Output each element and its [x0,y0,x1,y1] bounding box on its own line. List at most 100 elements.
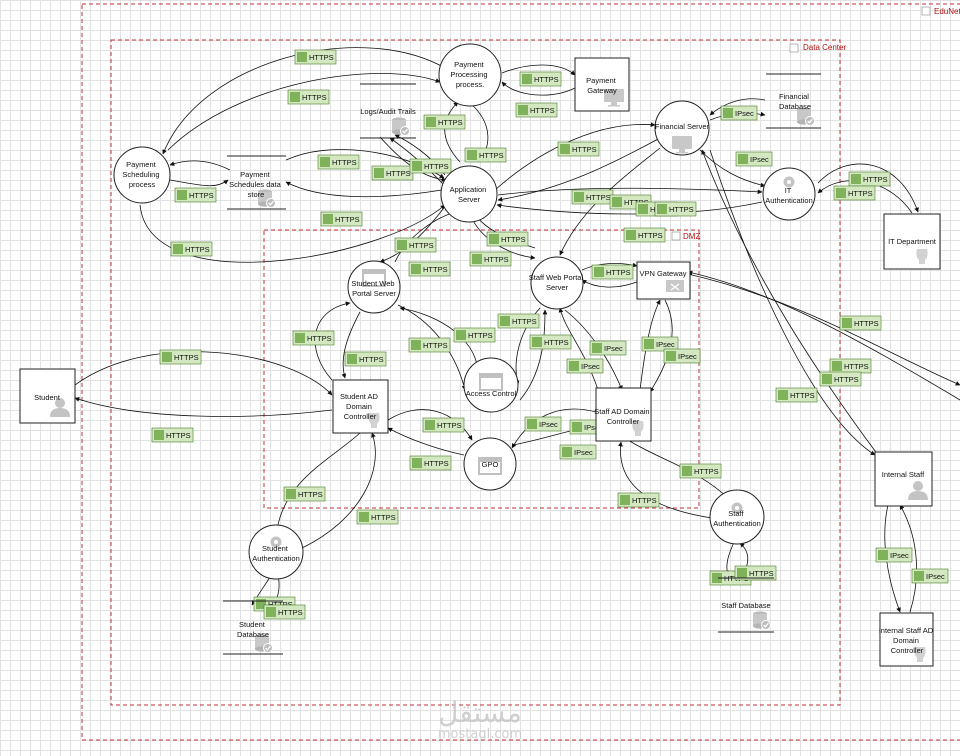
protocol-badge-label: HTTPS [174,353,199,362]
protocol-badge-https: HTTPS [317,154,360,170]
protocol-badge-label: HTTPS [790,391,815,400]
flow-store-to-scheduling [169,160,231,171]
internal-staff-label: Internal Staff [882,470,925,479]
flow-app-to-itauth [497,187,763,196]
protocol-badge-https: HTTPS [283,486,326,502]
student-authentication-label: Student Authentication [252,544,300,563]
protocol-badge-https: HTTPS [591,264,634,280]
protocol-badge-https: HTTPS [848,171,891,187]
staff-ad-entity[interactable]: Staff AD Domain Controller [594,387,652,442]
protocol-badge-label: HTTPS [371,513,396,522]
staff-ad-label: Staff AD Domain Controller [594,407,651,426]
protocol-badge-https: HTTPS [409,455,452,471]
flow-key-icon [177,190,187,200]
protocol-badge-label: HTTPS [359,355,384,364]
protocol-badge-label: HTTPS [332,158,357,167]
flow-key-icon [489,234,499,244]
flow-itauth-to-app [496,201,763,215]
protocol-badge-ipsec: IPsec [524,416,562,432]
flow-key-icon [162,352,172,362]
protocol-badge-https: HTTPS [679,463,722,479]
staff-database-store[interactable]: Staff Database [718,577,774,633]
student-ad-entity[interactable]: Student AD Domain Controller [332,379,389,434]
protocol-badge-https: HTTPS [356,509,399,525]
access-control-process[interactable]: Access Control [463,357,519,413]
internal-staff-entity[interactable]: Internal Staff [874,451,933,507]
flow-financial-to-internalstaff [709,149,876,456]
payment-schedules-data-store[interactable]: Payment Schedules data store [227,155,286,210]
flow-staffad-to-gpo [511,408,597,449]
flow-key-icon [712,573,722,583]
mostaql-watermark: مستقل mostaql.com [438,696,522,742]
datacenter-boundary-label: Data Center [803,43,846,52]
logs-audit-trails-store[interactable]: Logs/Audit Trails [360,83,416,139]
protocol-badge-https: HTTPS [423,114,466,130]
protocol-badge-https: HTTPS [371,165,414,181]
student-database-label: Student Database [237,620,269,639]
payment-gateway-entity[interactable]: Payment Gateway [574,57,630,112]
financial-database-store[interactable]: Financial Database [766,73,821,129]
student-web-portal-label: Student Web Portal Server [351,279,396,298]
payment-processing-process[interactable]: Payment Processing process. [438,43,502,107]
it-authentication-process[interactable]: IT Authentication [762,167,816,221]
flow-key-icon [522,74,532,84]
protocol-badge-ipsec: IPsec [566,358,604,374]
data-flows [74,47,960,613]
vpn-gateway-box-icon [665,279,685,293]
gpo-label: GPO [482,460,499,469]
flow-key-icon [374,168,384,178]
application-server-process[interactable]: Application Server [440,165,498,223]
payment-scheduling-label: Payment Scheduling process [122,160,161,189]
flow-gpo-to-studentad [387,427,465,456]
flow-key-icon [657,204,667,214]
flow-key-icon [572,422,582,432]
flow-key-icon [723,108,733,118]
it-department-entity[interactable]: IT Department [883,213,941,270]
it-department-label: IT Department [888,237,937,246]
flow-app-to-store [285,181,443,198]
payment-scheduling-process[interactable]: Payment Scheduling process [113,146,171,204]
flow-key-icon [851,174,861,184]
protocol-badge-label: HTTPS [437,421,462,430]
protocol-badges: HTTPS HTTPS HTTPS HTTPS HTTPS HTTPS HTTPS HTTPS… [151,49,949,620]
staff-database-label: Staff Database [721,601,770,610]
student-entity[interactable]: Student [19,368,76,424]
protocol-badge-label: HTTPS [189,191,214,200]
protocol-badge-label: HTTPS [544,338,569,347]
gpo-process[interactable]: GPO [463,437,517,491]
protocol-badge-label: IPsec [539,420,558,429]
flow-access-to-staffportal [519,309,548,401]
flow-key-icon [594,267,604,277]
flow-studentad-to-student [74,397,333,417]
flow-staffauth-to-staffdb [724,539,736,576]
vpn-gateway-label: VPN Gateway [639,269,686,278]
flow-financial-to-app [497,137,661,202]
student-label: Student [34,393,61,402]
flow-key-icon [295,333,305,343]
datacenter-boundary-marker [789,43,799,53]
staff-web-portal-process[interactable]: Staff Web Portal Server [529,256,585,310]
flow-key-icon [644,339,654,349]
protocol-badge-label: HTTPS [512,317,537,326]
student-database-store[interactable]: Student Database [223,600,283,655]
protocol-badge-label: HTTPS [335,215,360,224]
staff-authentication-process[interactable]: Staff Authentication [709,489,765,545]
financial-server-process[interactable]: Financial Server [654,100,710,156]
internal-staff-ad-label: Internal Staff AD Domain Controller [879,626,936,655]
flow-key-icon [397,240,407,250]
protocol-badge-label: HTTPS [307,334,332,343]
flow-key-icon [411,340,421,350]
it-authentication-label: IT Authentication [765,186,813,205]
flow-key-icon [518,105,528,115]
flow-external-to-vpn [687,270,960,401]
flow-key-icon [574,192,584,202]
vpn-gateway-entity[interactable]: VPN Gateway [636,261,691,300]
flow-processing-to-gateway [501,64,576,76]
flow-key-icon [626,230,636,240]
student-web-portal-process[interactable]: Student Web Portal Server [347,260,401,314]
protocol-badge-label: HTTPS [501,235,526,244]
student-authentication-process[interactable]: Student Authentication [248,524,304,580]
internal-staff-ad-entity[interactable]: Internal Staff AD Domain Controller [879,612,936,667]
protocol-badge-https: HTTPS [287,89,330,105]
protocol-badge-https: HTTPS [469,251,512,267]
